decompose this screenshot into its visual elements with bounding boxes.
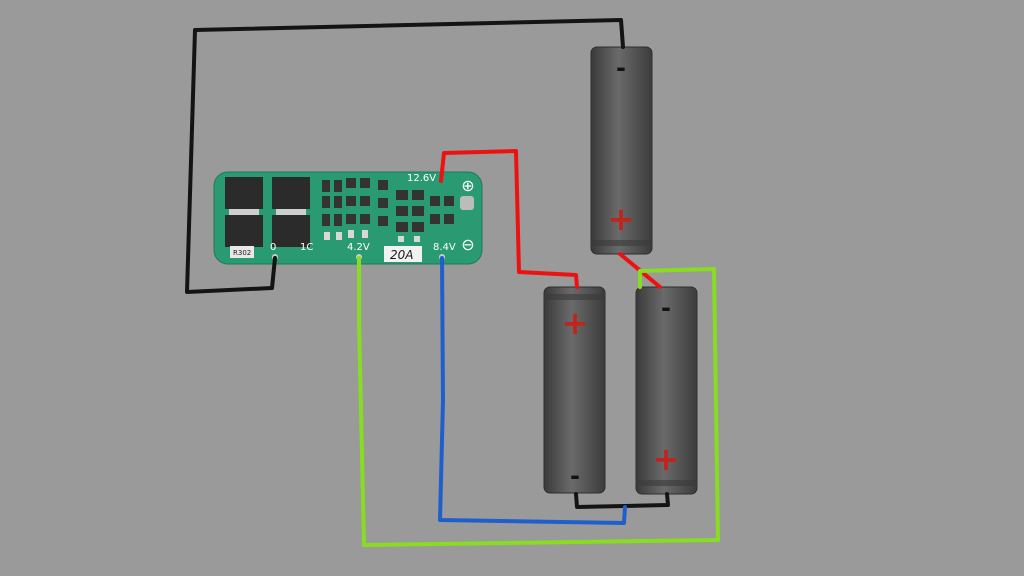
mosfet: [225, 215, 263, 247]
cell-bottom-right-negative-mark: -: [661, 294, 671, 322]
mosfet: [272, 177, 310, 209]
label-8-4v: 8.4V: [433, 242, 456, 253]
r302-chip: [230, 246, 254, 258]
cell-bottom-right-positive-mark: +: [653, 440, 680, 478]
cell-bottom-right: - +: [635, 286, 698, 495]
cell-top-positive-mark: +: [608, 200, 635, 238]
negative-symbol: ⊖: [461, 235, 474, 254]
blue-wire: [438, 256, 627, 525]
cell-bottom-left: + -: [543, 286, 606, 494]
mosfet: [272, 215, 310, 247]
black-wire-bottom: [574, 492, 670, 509]
label-0: 0: [270, 242, 276, 253]
label-r302: R302: [233, 249, 251, 257]
cell-top: - +: [590, 46, 653, 255]
positive-symbol: ⊕: [461, 176, 474, 195]
label-current: 20A: [390, 248, 413, 262]
red-wire-board: [439, 149, 579, 289]
cell-bottom-left-positive-mark: +: [562, 304, 589, 342]
black-wire-main: [185, 18, 625, 294]
label-12-6v: 12.6V: [407, 173, 436, 184]
label-ic: 1C: [300, 242, 313, 253]
cell-top-negative-mark: -: [616, 54, 626, 82]
green-wire: [357, 256, 720, 547]
label-4-2v: 4.2V: [347, 242, 370, 253]
cell-bottom-left-negative-mark: -: [570, 462, 580, 490]
bms-board: R302 12.6V 4.2V 8.4V 0 1C 20A ⊕ ⊖: [213, 171, 483, 265]
mosfet: [225, 177, 263, 209]
